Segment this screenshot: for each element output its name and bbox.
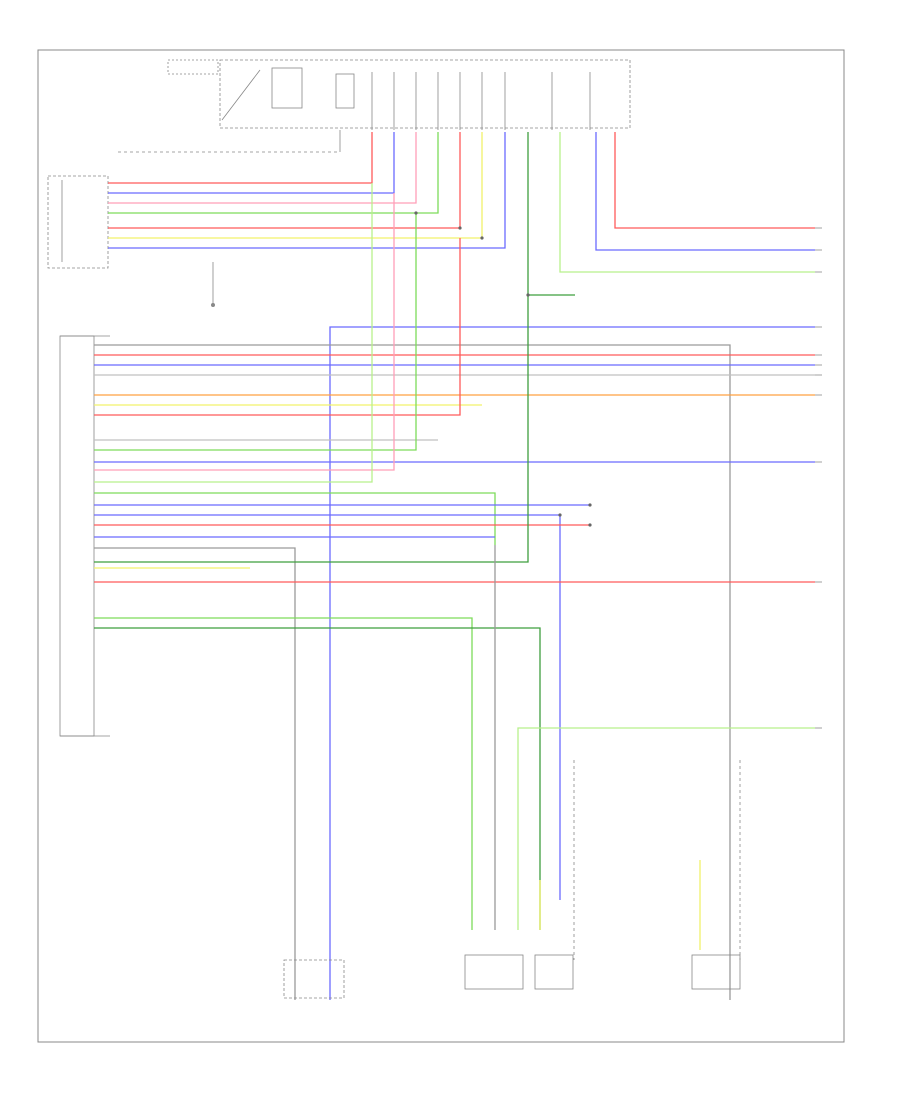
ground-label-block: [118, 130, 341, 153]
wire-blue-tcm-top: [329, 326, 815, 1000]
wire-darkgreen-cruise: [527, 132, 575, 296]
wire-blue-top: [108, 132, 395, 194]
wire-lightgreen-right: [517, 727, 815, 930]
wire-pink-2: [94, 193, 395, 471]
wire-blue-right1: [595, 132, 815, 251]
speed-sensor-right-box: [691, 954, 741, 990]
bottom-components: [283, 760, 741, 999]
wire-gray-4: [94, 547, 296, 1000]
wire-red-right1: [614, 132, 815, 229]
wire-green-6: [94, 627, 541, 930]
wire-green-2: [94, 213, 417, 451]
speed-sensor-left-box: [464, 954, 524, 990]
tcm-connector: [59, 335, 110, 737]
top-component-block: [167, 59, 631, 130]
wire-green-3: [94, 183, 373, 483]
wire-darkgreen-2: [94, 295, 529, 563]
wire-red-top: [108, 132, 373, 184]
wires: [94, 132, 815, 1000]
wire-pink-top: [108, 132, 417, 204]
park-neutral-switch-box: [283, 959, 345, 999]
speed-sensor-mid-box: [534, 954, 574, 990]
wire-yellow-top: [108, 132, 483, 239]
splice-points: [414, 211, 592, 527]
diagram-frame: [37, 49, 845, 1043]
wire-blue-top2: [108, 132, 506, 249]
right-terminals: [815, 227, 822, 729]
wire-red-2: [94, 238, 461, 416]
left-inhibitor-connector: [47, 175, 215, 307]
wire-green-5: [94, 617, 473, 930]
wire-green-4: [94, 492, 496, 545]
wire-green-right1: [559, 132, 815, 273]
wire-green-top: [108, 132, 439, 214]
wire-gray-1: [94, 344, 731, 1000]
wire-blue-4: [94, 514, 561, 900]
